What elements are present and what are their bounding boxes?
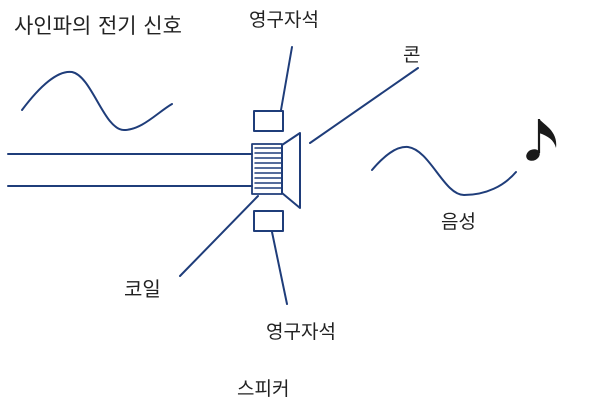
magnet-bottom-label: 영구자석 (266, 321, 336, 343)
leader-magnet-bottom (271, 231, 288, 305)
cone-label: 콘 (403, 44, 421, 66)
magnet-bottom (253, 210, 284, 232)
magnet-top-label: 영구자석 (249, 9, 319, 31)
coil-windings (254, 147, 283, 189)
eighth-note-icon (526, 119, 557, 161)
magnet-top (253, 110, 284, 132)
sound-wave (371, 145, 517, 196)
coil-label: 코일 (124, 277, 161, 301)
speaker-label: 스피커 (237, 378, 290, 400)
signal-wave (21, 70, 173, 131)
coil (251, 143, 283, 195)
leader-coil (179, 195, 259, 277)
leader-cone (309, 67, 419, 144)
sound-label: 음성 (441, 211, 476, 233)
leader-magnet-top (280, 46, 293, 111)
signal-label: 사인파의 전기 신호 (14, 14, 182, 38)
cone (281, 132, 301, 209)
